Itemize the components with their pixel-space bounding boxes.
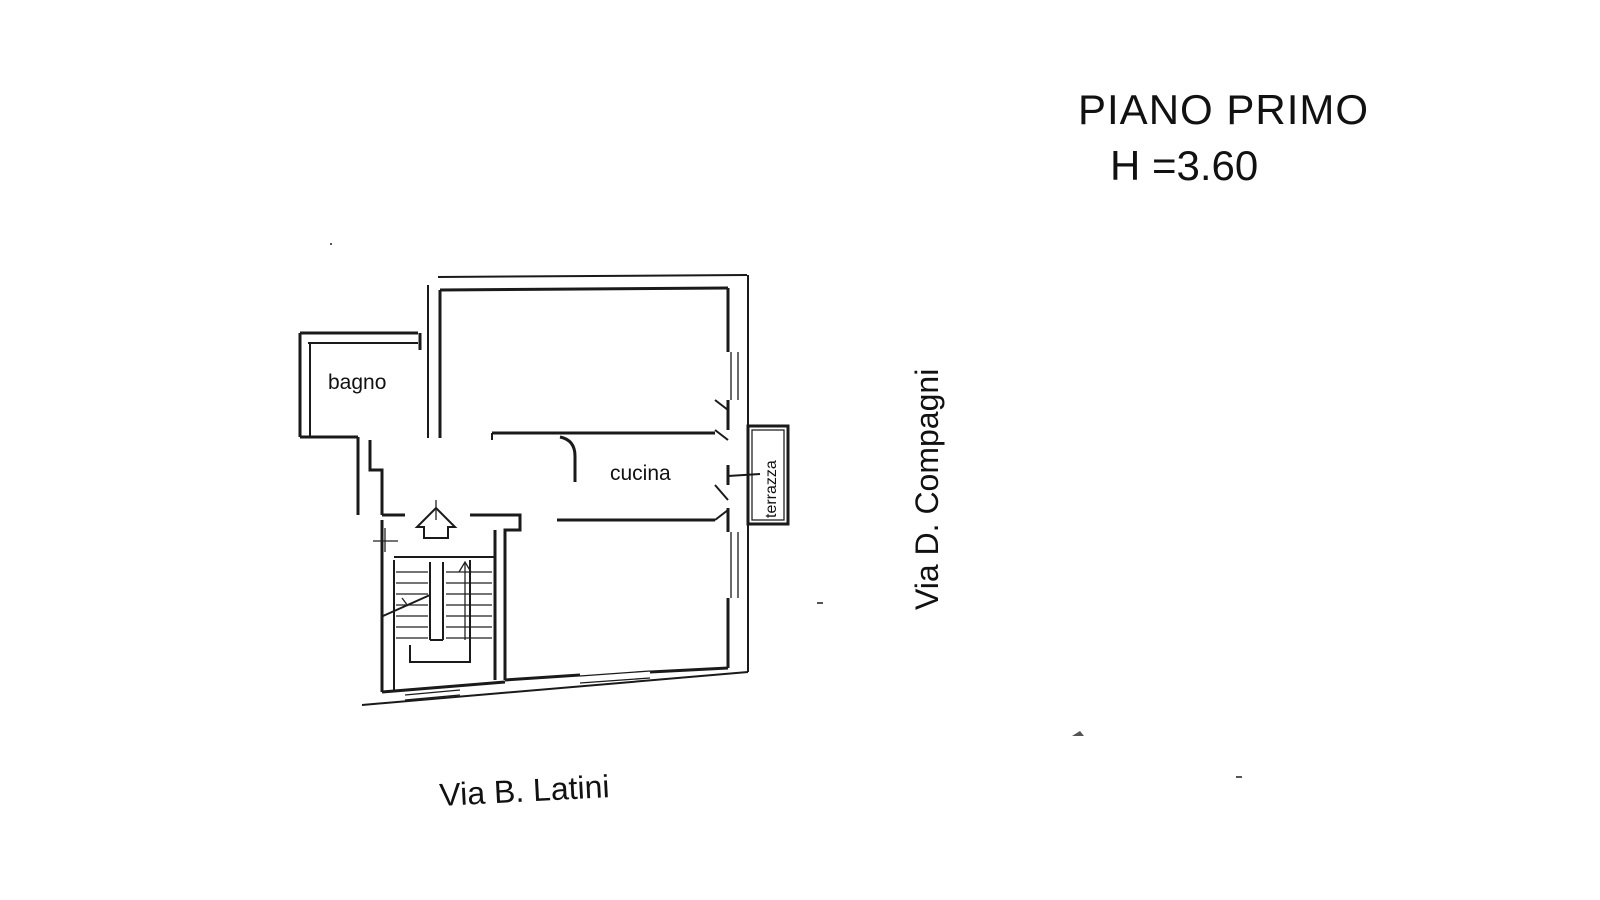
terrace-balcony bbox=[727, 424, 790, 526]
staircase bbox=[382, 556, 495, 663]
terrace-label: terrazza bbox=[763, 460, 780, 518]
kitchen-label: cucina bbox=[610, 462, 671, 485]
floor-plan: bagno cucina terrazza bbox=[298, 274, 790, 706]
outer-walls bbox=[298, 274, 749, 706]
ceiling-height-label: H =3.60 bbox=[1110, 142, 1258, 189]
entrance-arrow bbox=[373, 500, 458, 552]
street-label-south: Via B. Latini bbox=[438, 768, 610, 813]
bathroom-label: bagno bbox=[328, 371, 386, 394]
windows bbox=[404, 352, 739, 701]
street-label-east: Via D. Compagni bbox=[909, 369, 945, 610]
interior-walls bbox=[491, 399, 729, 522]
floor-title: PIANO PRIMO bbox=[1078, 86, 1369, 133]
scan-specks bbox=[330, 243, 1242, 778]
